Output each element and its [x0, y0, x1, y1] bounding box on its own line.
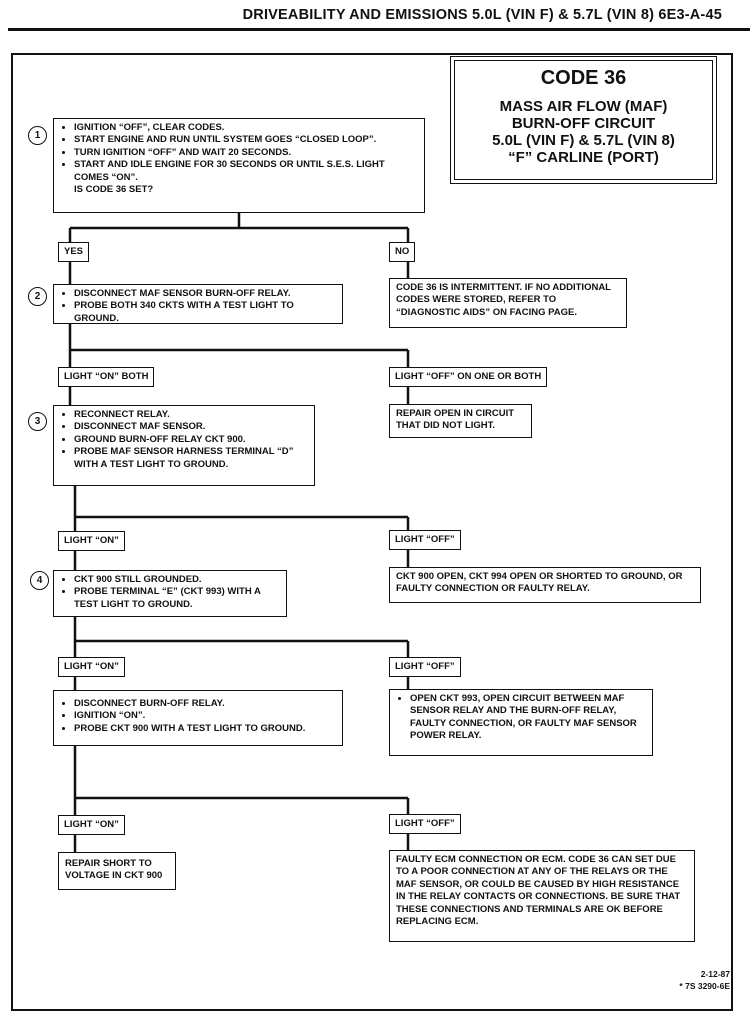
step-4-box: CKT 900 STILL GROUNDED. PROBE TERMINAL “… [53, 570, 287, 617]
step-1-box: IGNITION “OFF”, CLEAR CODES. START ENGIN… [53, 118, 425, 213]
result-ckt900-open: CKT 900 OPEN, CKT 994 OPEN OR SHORTED TO… [389, 567, 701, 603]
step-item: CKT 900 STILL GROUNDED. [74, 574, 280, 586]
step-item: DISCONNECT MAF SENSOR. [74, 421, 308, 433]
label-light-off: LIGHT “OFF” [389, 814, 461, 834]
step-2-box: DISCONNECT MAF SENSOR BURN-OFF RELAY. PR… [53, 284, 343, 324]
label-light-on: LIGHT “ON” [58, 531, 125, 551]
step-item: PROBE BOTH 340 CKTS WITH A TEST LIGHT TO… [74, 300, 336, 325]
step-item: DISCONNECT BURN-OFF RELAY. [74, 698, 336, 710]
step-item: TURN IGNITION “OFF” AND WAIT 20 SECONDS. [74, 147, 418, 159]
code-number: CODE 36 [540, 67, 627, 89]
result-open-ckt993: OPEN CKT 993, OPEN CIRCUIT BETWEEN MAF S… [389, 689, 653, 756]
label-light-off-one-or-both: LIGHT “OFF” ON ONE OR BOTH [389, 367, 548, 387]
result-faulty-ecm: FAULTY ECM CONNECTION OR ECM. CODE 36 CA… [389, 850, 695, 942]
step-number-3: 3 [28, 412, 47, 431]
title-line: MASS AIR FLOW (MAF) [499, 98, 668, 115]
step-item: GROUND BURN-OFF RELAY CKT 900. [74, 434, 308, 446]
label-light-off: LIGHT “OFF” [389, 530, 461, 550]
step-item: PROBE TERMINAL “E” (CKT 993) WITH A TEST… [74, 586, 280, 611]
label-light-on: LIGHT “ON” [58, 815, 125, 835]
step-item: START AND IDLE ENGINE FOR 30 SECONDS OR … [74, 159, 418, 184]
step-3-box: RECONNECT RELAY. DISCONNECT MAF SENSOR. … [53, 405, 315, 486]
step-item: PROBE CKT 900 WITH A TEST LIGHT TO GROUN… [74, 723, 336, 735]
step-5-box: DISCONNECT BURN-OFF RELAY. IGNITION “ON”… [53, 690, 343, 746]
title-block: CODE 36 MASS AIR FLOW (MAF) BURN-OFF CIR… [450, 56, 717, 184]
header-rule [8, 28, 750, 31]
title-line: “F” CARLINE (PORT) [508, 149, 659, 166]
step-item: DISCONNECT MAF SENSOR BURN-OFF RELAY. [74, 288, 336, 300]
step-item: IGNITION “OFF”, CLEAR CODES. [74, 122, 418, 134]
page-header: DRIVEABILITY AND EMISSIONS 5.0L (VIN F) … [242, 7, 722, 23]
result-repair-short: REPAIR SHORT TO VOLTAGE IN CKT 900 [58, 852, 176, 890]
label-no: NO [389, 242, 416, 262]
step-number-1: 1 [28, 126, 47, 145]
step-item: START ENGINE AND RUN UNTIL SYSTEM GOES “… [74, 134, 418, 146]
result-item: OPEN CKT 993, OPEN CIRCUIT BETWEEN MAF S… [410, 693, 646, 743]
footer-ref: * 7S 3290-6E [679, 981, 730, 991]
result-intermittent: CODE 36 IS INTERMITTENT. IF NO ADDITIONA… [389, 278, 627, 328]
label-light-on-both: LIGHT “ON” BOTH [58, 367, 155, 387]
footer-date: 2-12-87 [700, 969, 730, 979]
step-number-2: 2 [28, 287, 47, 306]
label-light-off: LIGHT “OFF” [389, 657, 461, 677]
step-item: IGNITION “ON”. [74, 710, 336, 722]
title-line: BURN-OFF CIRCUIT [511, 115, 656, 132]
step-item: PROBE MAF SENSOR HARNESS TERMINAL “D” WI… [74, 446, 308, 471]
step-question: IS CODE 36 SET? [74, 184, 154, 196]
step-item: RECONNECT RELAY. [74, 409, 308, 421]
label-yes: YES [58, 242, 90, 262]
chart-frame [11, 53, 733, 1011]
result-repair-open: REPAIR OPEN IN CIRCUIT THAT DID NOT LIGH… [389, 404, 532, 438]
title-line: 5.0L (VIN F) & 5.7L (VIN 8) [492, 132, 675, 149]
label-light-on: LIGHT “ON” [58, 657, 125, 677]
step-number-4: 4 [30, 571, 49, 590]
